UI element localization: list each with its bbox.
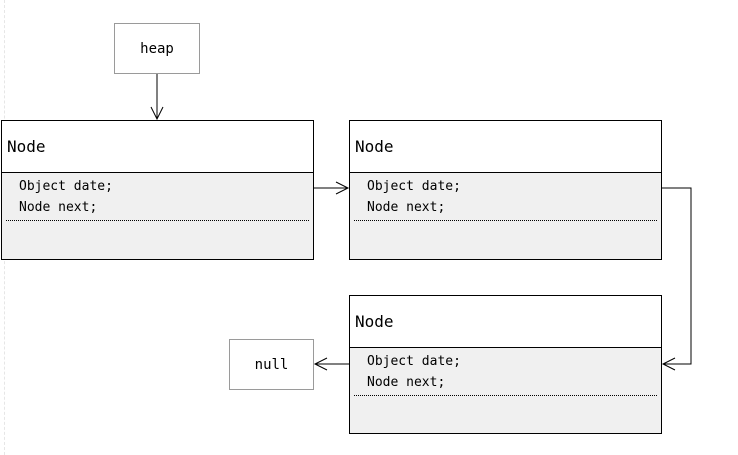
heap-box: heap [114, 23, 200, 74]
node-body: Object date; Node next; [350, 348, 661, 433]
node-title: Node [350, 121, 661, 173]
node-field-data: Object date; [19, 179, 113, 194]
node-body: Object date; Node next; [2, 173, 313, 259]
arrow-heap-to-node1 [150, 74, 164, 121]
dotted-separator [354, 220, 657, 221]
arrow-node2-to-node3 [661, 187, 692, 371]
node-field-data: Object date; [367, 179, 461, 194]
arrow-node3-to-null [313, 357, 349, 371]
node-box-3: Node Object date; Node next; [349, 295, 662, 434]
dotted-separator [6, 220, 309, 221]
heap-label: heap [140, 40, 174, 57]
null-label: null [254, 356, 289, 373]
node-field-next: Node next; [19, 200, 98, 215]
node-body: Object date; Node next; [350, 173, 661, 259]
node-box-1: Node Object date; Node next; [1, 120, 314, 260]
arrow-node1-to-node2 [314, 181, 350, 195]
node-field-data: Object date; [367, 354, 461, 369]
node-field-next: Node next; [367, 200, 446, 215]
node-box-2: Node Object date; Node next; [349, 120, 662, 260]
null-box: null [229, 339, 314, 390]
node-title: Node [2, 121, 313, 173]
dotted-separator [354, 395, 657, 396]
node-field-next: Node next; [367, 375, 446, 390]
node-title: Node [350, 296, 661, 348]
